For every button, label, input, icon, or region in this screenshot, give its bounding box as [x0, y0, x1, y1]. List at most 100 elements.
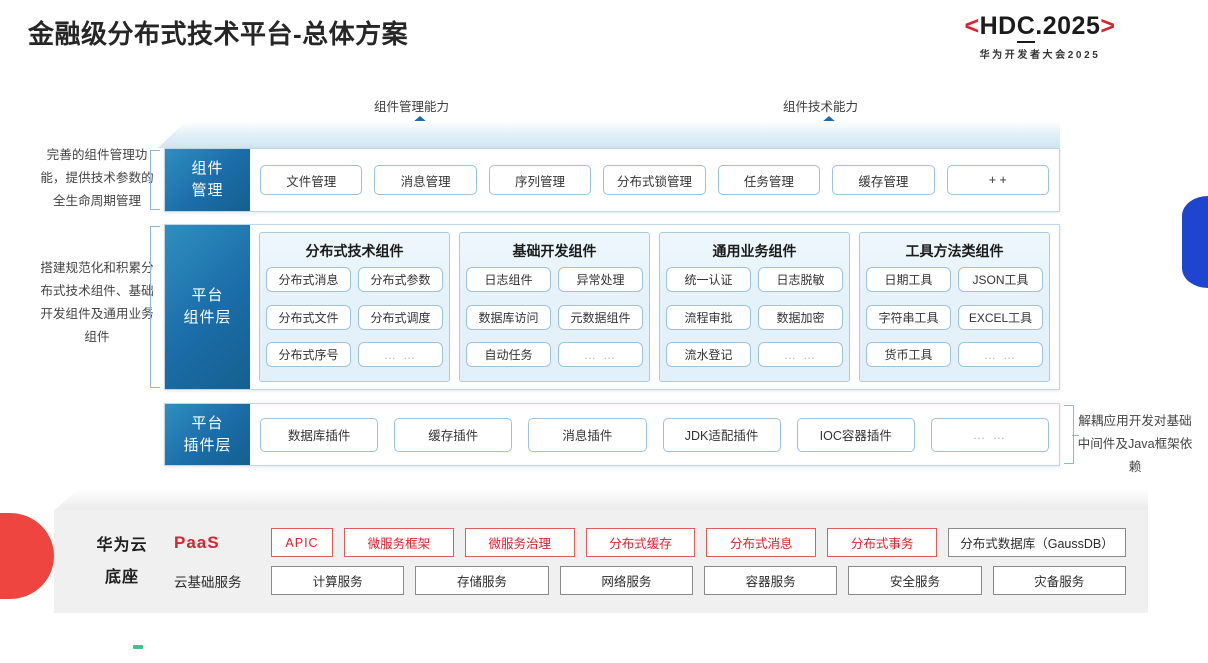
group-basic-dev-components: 基础开发组件 日志组件 异常处理 数据库访问 元数据组件 自动任务 … …	[459, 232, 650, 382]
bchip-container-service[interactable]: 容器服务	[703, 566, 838, 595]
base-line-cloud-services: 云基础服务 计算服务 存储服务 网络服务 容器服务 安全服务 灾备服务	[174, 566, 1126, 595]
hdc-logo-subtitle: 华为开发者大会2025	[979, 50, 1101, 61]
group-grid-common-business: 统一认证 日志脱敏 流程审批 数据加密 流水登记 … …	[666, 267, 843, 375]
base-label-cloud-services: 云基础服务	[174, 574, 242, 590]
bracket-component-management	[145, 150, 160, 210]
bchip-compute-service[interactable]: 计算服务	[271, 566, 405, 595]
bchip-distributed-cache[interactable]: 分布式缓存	[585, 528, 696, 557]
note-decoupling: 解耦应用开发对基础中间件及Java框架依赖	[1077, 414, 1193, 474]
bchip-distributed-transaction[interactable]: 分布式事务	[827, 528, 937, 557]
chip-ioc-container-plugin[interactable]: IOC容器插件	[796, 417, 915, 452]
chip-excel-tool[interactable]: EXCEL工具	[958, 304, 1043, 330]
bchip-microservice-framework[interactable]: 微服务框架	[344, 528, 454, 557]
chip-auto-task[interactable]: 自动任务	[466, 342, 551, 368]
chip-exception-handling[interactable]: 异常处理	[558, 267, 643, 292]
logo-text-year: .2025	[1035, 12, 1101, 40]
chip-more-distributed-tech[interactable]: … …	[358, 342, 443, 368]
chip-metadata-component[interactable]: 元数据组件	[558, 304, 643, 330]
hdc-logo: <HDC.2025> 华为开发者大会2025	[890, 12, 1190, 61]
chip-more-utility[interactable]: … …	[958, 342, 1043, 368]
bracket-platform-component-layer	[145, 226, 160, 388]
row-label-line-1: 组件	[191, 160, 224, 178]
base-label-paas: PaaS	[174, 532, 220, 552]
chip-more-basic-dev[interactable]: … …	[558, 342, 643, 368]
note-platform-components: 搭建规范化和积累分布式技术组件、基础开发组件及通用业务组件	[40, 261, 154, 344]
chip-date-tool[interactable]: 日期工具	[866, 267, 951, 292]
chip-distributed-sequence[interactable]: 分布式序号	[266, 342, 351, 368]
group-common-business-components: 通用业务组件 统一认证 日志脱敏 流程审批 数据加密 流水登记 … …	[659, 232, 850, 382]
row-label-line-1: 平台	[191, 287, 224, 305]
chip-transaction-record[interactable]: 流水登记	[666, 342, 751, 368]
chip-distributed-parameter[interactable]: 分布式参数	[358, 267, 443, 292]
chip-more-common-business[interactable]: … …	[758, 342, 843, 368]
chip-sequence-management[interactable]: 序列管理	[488, 165, 592, 195]
row-label-platform-plugin-layer: 平台 插件层	[165, 404, 250, 465]
bchip-microservice-governance[interactable]: 微服务治理	[464, 528, 575, 557]
bchip-distributed-message[interactable]: 分布式消息	[706, 528, 817, 557]
chip-message-management[interactable]: 消息管理	[374, 165, 477, 195]
group-utility-components: 工具方法类组件 日期工具 JSON工具 字符串工具 EXCEL工具 货币工具 ……	[859, 232, 1050, 382]
chip-task-management[interactable]: 任务管理	[717, 165, 821, 195]
bchip-apic[interactable]: APIC	[271, 528, 333, 557]
bchip-network-service[interactable]: 网络服务	[559, 566, 693, 595]
chip-data-encryption[interactable]: 数据加密	[758, 304, 843, 330]
chip-database-access[interactable]: 数据库访问	[466, 304, 551, 330]
base-line-paas: PaaS APIC 微服务框架 微服务治理 分布式缓存 分布式消息 分布式事务 …	[174, 528, 1126, 557]
note-component-management: 完善的组件管理功能，提供技术参数的全生命周期管理	[40, 148, 154, 208]
chip-distributed-lock-management[interactable]: 分布式锁管理	[603, 165, 706, 195]
chip-more-plugins[interactable]: … …	[930, 417, 1050, 452]
chip-add-more[interactable]: + +	[946, 165, 1049, 195]
chip-file-management[interactable]: 文件管理	[260, 165, 363, 195]
arrow-label-component-technology: 组件技术能力	[783, 100, 859, 114]
chip-log-masking[interactable]: 日志脱敏	[758, 267, 843, 292]
chip-unified-auth[interactable]: 统一认证	[666, 267, 751, 292]
base-top-surface	[54, 489, 1148, 511]
group-title-utility: 工具方法类组件	[905, 243, 1004, 259]
group-title-common-business: 通用业务组件	[712, 243, 797, 259]
bchip-distributed-database-gaussdb[interactable]: 分布式数据库（GaussDB）	[947, 528, 1126, 557]
chip-string-tool[interactable]: 字符串工具	[866, 304, 951, 330]
chip-database-plugin[interactable]: 数据库插件	[260, 417, 379, 452]
row-body-component-management: 文件管理 消息管理 序列管理 分布式锁管理 任务管理 缓存管理 + +	[250, 149, 1059, 211]
group-distributed-tech-components: 分布式技术组件 分布式消息 分布式参数 分布式文件 分布式调度 分布式序号 … …	[259, 232, 450, 382]
chip-currency-tool[interactable]: 货币工具	[866, 342, 951, 368]
logo-text-c: C	[1016, 12, 1036, 43]
row-label-platform-component-layer: 平台 组件层	[165, 225, 250, 389]
row-component-management: 组件 管理 文件管理 消息管理 序列管理 分布式锁管理 任务管理 缓存管理 + …	[164, 148, 1060, 212]
stack-top-surface	[158, 121, 1060, 148]
chip-distributed-file[interactable]: 分布式文件	[266, 304, 351, 330]
chip-jdk-adapter-plugin[interactable]: JDK适配插件	[662, 417, 781, 452]
logo-right-bracket-icon: >	[1100, 12, 1116, 40]
page-title: 金融级分布式技术平台-总体方案	[28, 19, 409, 49]
row-label-line-1: 平台	[191, 414, 224, 432]
chip-log-component[interactable]: 日志组件	[466, 267, 551, 292]
base-title-line-2: 底座	[104, 568, 139, 586]
group-grid-basic-dev: 日志组件 异常处理 数据库访问 元数据组件 自动任务 … …	[466, 267, 643, 375]
chip-message-plugin[interactable]: 消息插件	[528, 417, 647, 452]
bracket-plugin-layer	[1064, 405, 1079, 464]
row-label-line-2: 组件层	[183, 309, 232, 326]
logo-left-bracket-icon: <	[964, 12, 980, 40]
chip-json-tool[interactable]: JSON工具	[958, 267, 1043, 292]
chip-cache-management[interactable]: 缓存管理	[832, 165, 935, 195]
chip-process-approval[interactable]: 流程审批	[666, 304, 751, 330]
chip-distributed-message[interactable]: 分布式消息	[266, 267, 351, 292]
green-tick-decoration	[133, 645, 143, 649]
row-body-platform-plugin-layer: 数据库插件 缓存插件 消息插件 JDK适配插件 IOC容器插件 … …	[250, 404, 1059, 465]
group-title-distributed-tech: 分布式技术组件	[305, 243, 404, 259]
row-label-line-2: 插件层	[183, 436, 232, 454]
base-title-line-1: 华为云	[96, 536, 148, 554]
group-grid-distributed-tech: 分布式消息 分布式参数 分布式文件 分布式调度 分布式序号 … …	[266, 267, 443, 375]
arrow-label-component-management: 组件管理能力	[374, 100, 450, 114]
row-body-platform-component-layer: 分布式技术组件 分布式消息 分布式参数 分布式文件 分布式调度 分布式序号 … …	[250, 225, 1059, 389]
red-wedge-decoration	[0, 513, 54, 599]
chip-cache-plugin[interactable]: 缓存插件	[394, 417, 513, 452]
row-platform-plugin-layer: 平台 插件层 数据库插件 缓存插件 消息插件 JDK适配插件 IOC容器插件 ……	[164, 403, 1060, 466]
chip-distributed-schedule[interactable]: 分布式调度	[358, 304, 443, 330]
row-label-line-2: 管理	[191, 182, 224, 199]
bchip-storage-service[interactable]: 存储服务	[415, 566, 549, 595]
bchip-security-service[interactable]: 安全服务	[848, 566, 982, 595]
huawei-cloud-base: 华为云 底座 PaaS APIC 微服务框架 微服务治理 分布式缓存 分布式消息…	[54, 510, 1148, 613]
group-grid-utility: 日期工具 JSON工具 字符串工具 EXCEL工具 货币工具 … …	[866, 267, 1043, 375]
bchip-disaster-recovery-service[interactable]: 灾备服务	[992, 566, 1126, 595]
